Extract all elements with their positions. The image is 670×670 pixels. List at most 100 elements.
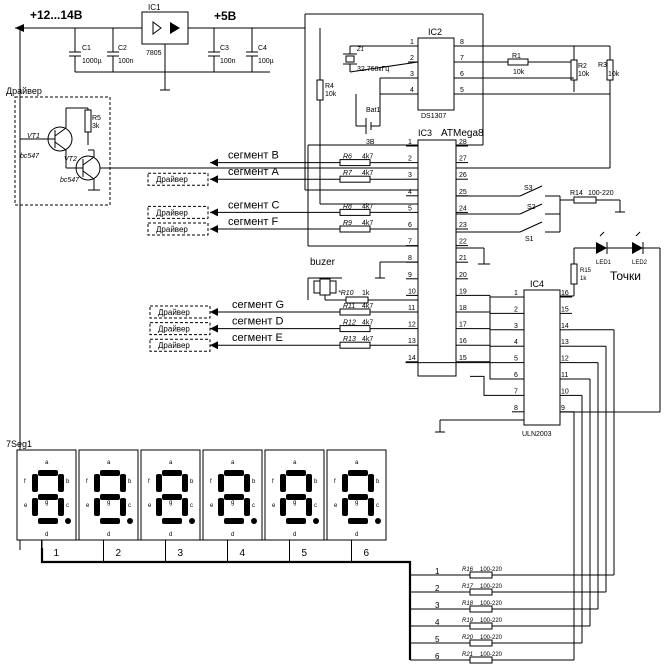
seg-letter-f: f: [86, 479, 88, 485]
seg-letter-b: b: [128, 479, 132, 485]
segment-e: [32, 498, 38, 516]
segment-a: [162, 470, 182, 476]
segment-label: сегмент D: [232, 316, 283, 328]
ic3-pin-left: 1: [408, 139, 412, 146]
segment-e: [156, 498, 162, 516]
segment-a: [224, 470, 244, 476]
led-group: LED1 LED2 Точки R15 1k: [560, 231, 661, 413]
seg-letter-e: e: [86, 503, 90, 509]
ic4-pin-left: 4: [514, 339, 518, 346]
seg-letter-a: a: [45, 460, 49, 466]
segment-dp: [65, 518, 71, 524]
seg-letter-b: b: [252, 479, 256, 485]
c2-ref: C2: [118, 45, 127, 52]
segment-e: [218, 498, 224, 516]
ic3-pin-right: 20: [459, 272, 467, 279]
segment-d: [348, 518, 368, 524]
ic2-ref: IC2: [428, 27, 442, 37]
r1-val: 10k: [513, 69, 525, 76]
ic3-pin-right: 22: [459, 239, 467, 246]
r4-val: 10k: [325, 91, 337, 98]
segment-g: [348, 494, 368, 500]
segment-b: [244, 474, 250, 492]
digit-line-number: 4: [435, 618, 440, 627]
segment-a: [348, 470, 368, 476]
ic3-pin-right: 25: [459, 189, 467, 196]
digit-number: 6: [364, 548, 370, 559]
ic3-pin-left: 8: [408, 255, 412, 262]
segment-a: [100, 470, 120, 476]
buzer-label: buzer: [310, 257, 336, 268]
ic1-regulator: [141, 11, 189, 45]
segment-resistor-ref: R7: [343, 170, 353, 177]
c2-val: 100n: [118, 58, 134, 65]
segment-resistor-val: 4k7: [362, 203, 373, 210]
seg-letter-c: c: [190, 503, 193, 509]
ic3-pin-right: 21: [459, 255, 467, 262]
seg-letter-e: e: [334, 503, 338, 509]
ic4-pin-right: 15: [561, 306, 569, 313]
r14-val: 100-220: [588, 190, 614, 197]
seg-letter-c: c: [376, 503, 379, 509]
bat-val: 3В: [366, 139, 375, 146]
segment-resistor-val: 4k7: [362, 170, 373, 177]
c3-val: 100n: [220, 58, 236, 65]
z1-ref: Z1: [356, 47, 364, 53]
ic1-part: 7805: [146, 50, 162, 57]
driver-box-label: Драйвер: [158, 308, 190, 317]
segment-f: [94, 474, 100, 492]
digit-resistor-val: 100-220: [480, 652, 503, 658]
segment-c: [368, 498, 374, 516]
ic3-pin-right: 26: [459, 172, 467, 179]
segment-f: [280, 474, 286, 492]
seg-letter-c: c: [314, 503, 317, 509]
ic2-pin-right: 5: [460, 87, 464, 94]
seg-letter-c: c: [66, 503, 69, 509]
seg-letter-d: d: [355, 532, 358, 538]
segment-e: [342, 498, 348, 516]
s2-label: S2: [527, 204, 536, 211]
segment-a: [38, 470, 58, 476]
ic3-pin-left: 9: [408, 272, 412, 279]
segment-label: сегмент E: [232, 332, 283, 344]
digit-line-number: 5: [435, 635, 440, 644]
c4-ref: C4: [258, 45, 267, 52]
ic3-pin-left: 11: [408, 305, 415, 312]
ic2-pin-right: 7: [460, 55, 464, 62]
segment-resistor-val: 4k7: [362, 336, 373, 343]
power-section: +12...14В IC1 7805 +5В C1 1000µ C2 100n …: [15, 3, 305, 91]
segment-f: [218, 474, 224, 492]
ic2-pin-left: 2: [410, 55, 414, 62]
ic2-pin-right: 8: [460, 39, 464, 46]
seg-letter-e: e: [210, 503, 214, 509]
vt1-ref: VT1: [27, 133, 40, 140]
seg-letter-b: b: [376, 479, 380, 485]
digit-resistor-ref: R19: [462, 618, 474, 624]
segment-b: [120, 474, 126, 492]
seg-letter-a: a: [355, 460, 359, 466]
segment-b: [58, 474, 64, 492]
led2-label: LED2: [632, 260, 648, 266]
segment-c: [58, 498, 64, 516]
segment-f: [156, 474, 162, 492]
ic3-pin-left: 14: [408, 355, 416, 362]
segment-resistor-val: 4k7: [362, 154, 373, 161]
switch-group: S3 S2 S1 R14 100-220: [519, 185, 625, 243]
segment-dp: [251, 518, 257, 524]
seg-letter-b: b: [66, 479, 70, 485]
seg-letter-f: f: [24, 479, 26, 485]
bat-ref: Bat1: [366, 107, 381, 114]
ic4-pin-right: 16: [561, 290, 569, 297]
vt1-part: bc547: [20, 153, 40, 160]
r4-ref: R4: [325, 83, 334, 90]
